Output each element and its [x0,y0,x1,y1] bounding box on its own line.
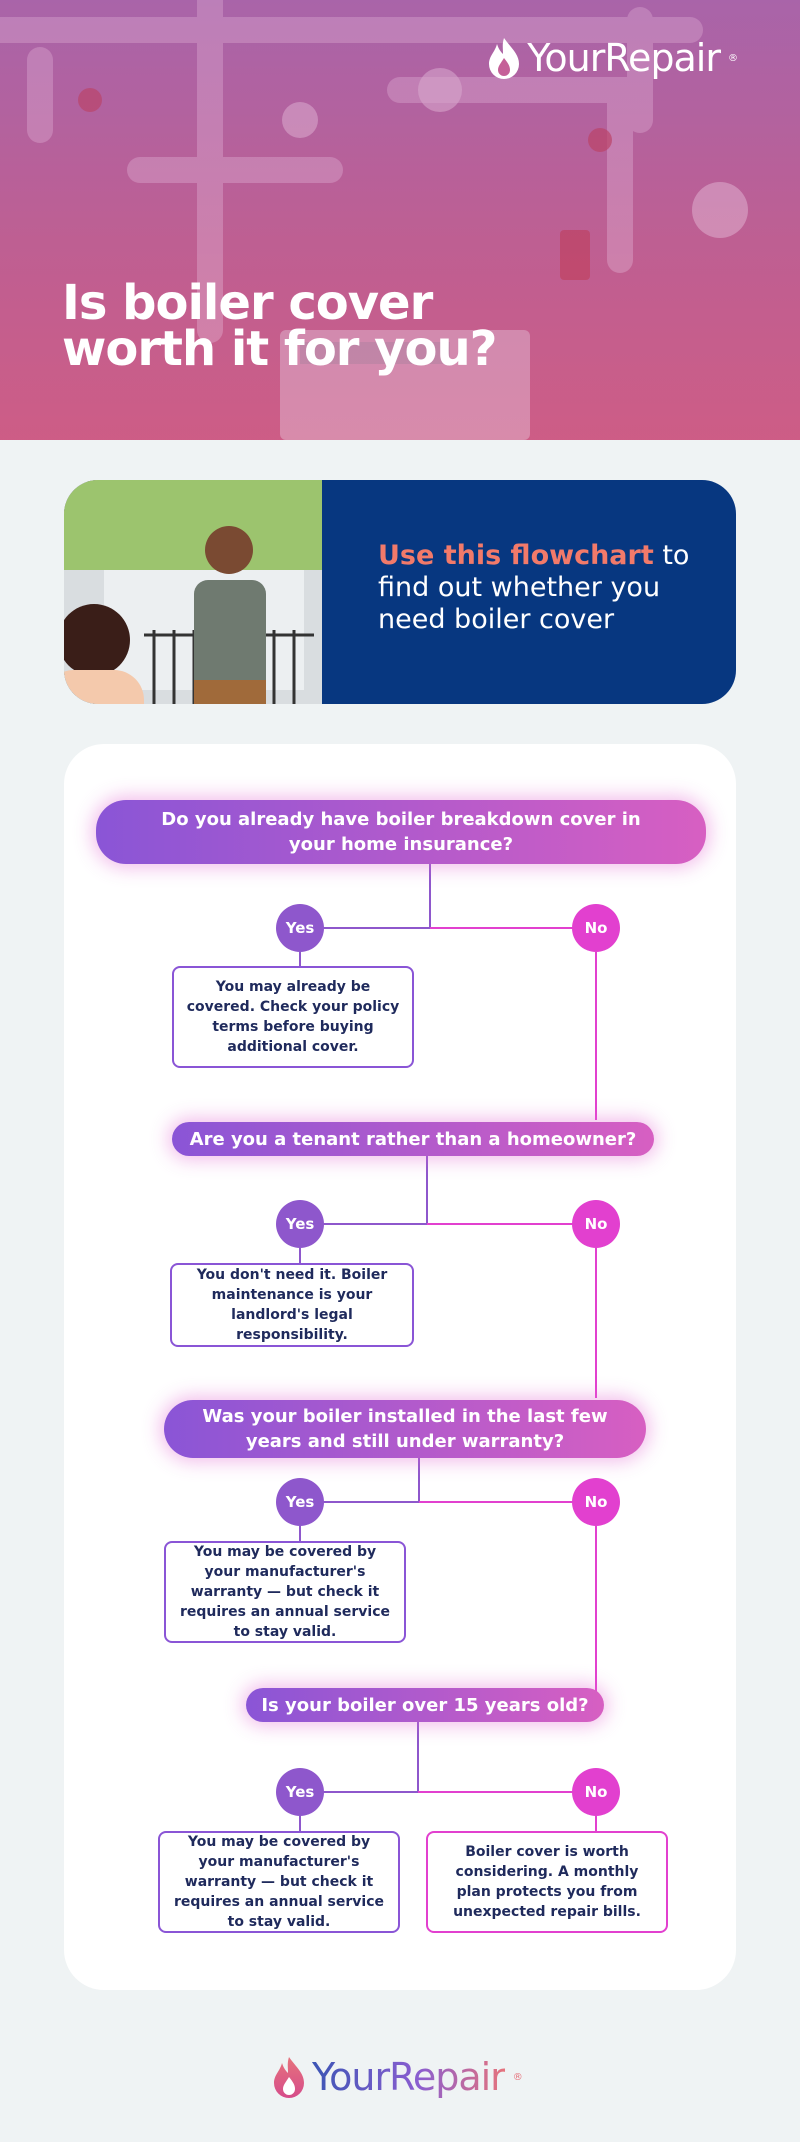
no-node-4: No [572,1768,620,1816]
hero-overlay [0,0,800,440]
answer-yes-4: You may be covered by your manufacturer'… [158,1831,400,1933]
hero-banner: YourRepair ® Is boiler cover worth it fo… [0,0,800,440]
flame-icon [274,2057,304,2098]
no-node-1: No [572,904,620,952]
answer-yes-3: You may be covered by your manufacturer'… [164,1541,406,1643]
question-3: Was your boiler installed in the last fe… [164,1400,646,1458]
footer-brand-logo[interactable]: YourRepair ® [272,2054,523,2100]
no-node-3: No [572,1478,620,1526]
registered-mark: ® [728,52,738,64]
yes-node-1: Yes [276,904,324,952]
page-title: Is boiler cover worth it for you? [62,275,497,377]
footer-brand-name: YourRepair [312,2055,506,2099]
technician-photo [64,480,322,704]
answer-yes-1: You may already be covered. Check your p… [172,966,414,1068]
intro-rest: to find out whether you need boiler cove… [378,540,690,635]
brand-logo[interactable]: YourRepair ® [487,36,738,80]
brand-name: YourRepair [527,36,721,80]
intro-highlight: Use this flowchart [378,540,654,571]
no-node-2: No [572,1200,620,1248]
answer-no-4: Boiler cover is worth considering. A mon… [426,1831,668,1933]
yes-node-4: Yes [276,1768,324,1816]
flowchart-connectors [299,864,597,1831]
technician-image [64,480,322,704]
flame-icon [489,38,520,79]
flowchart-card: Do you already have boiler breakdown cov… [64,744,736,1990]
boiler-pipes-image [0,0,748,440]
question-2: Are you a tenant rather than a homeowner… [172,1122,654,1156]
question-1: Do you already have boiler breakdown cov… [96,800,706,864]
yes-node-3: Yes [276,1478,324,1526]
answer-yes-2: You don't need it. Boiler maintenance is… [170,1263,414,1347]
intro-text: Use this flowchart to find out whether y… [378,540,708,636]
intro-banner: Use this flowchart to find out whether y… [64,480,736,704]
yes-node-2: Yes [276,1200,324,1248]
question-4: Is your boiler over 15 years old? [246,1688,604,1722]
footer-registered-mark: ® [512,2071,523,2083]
